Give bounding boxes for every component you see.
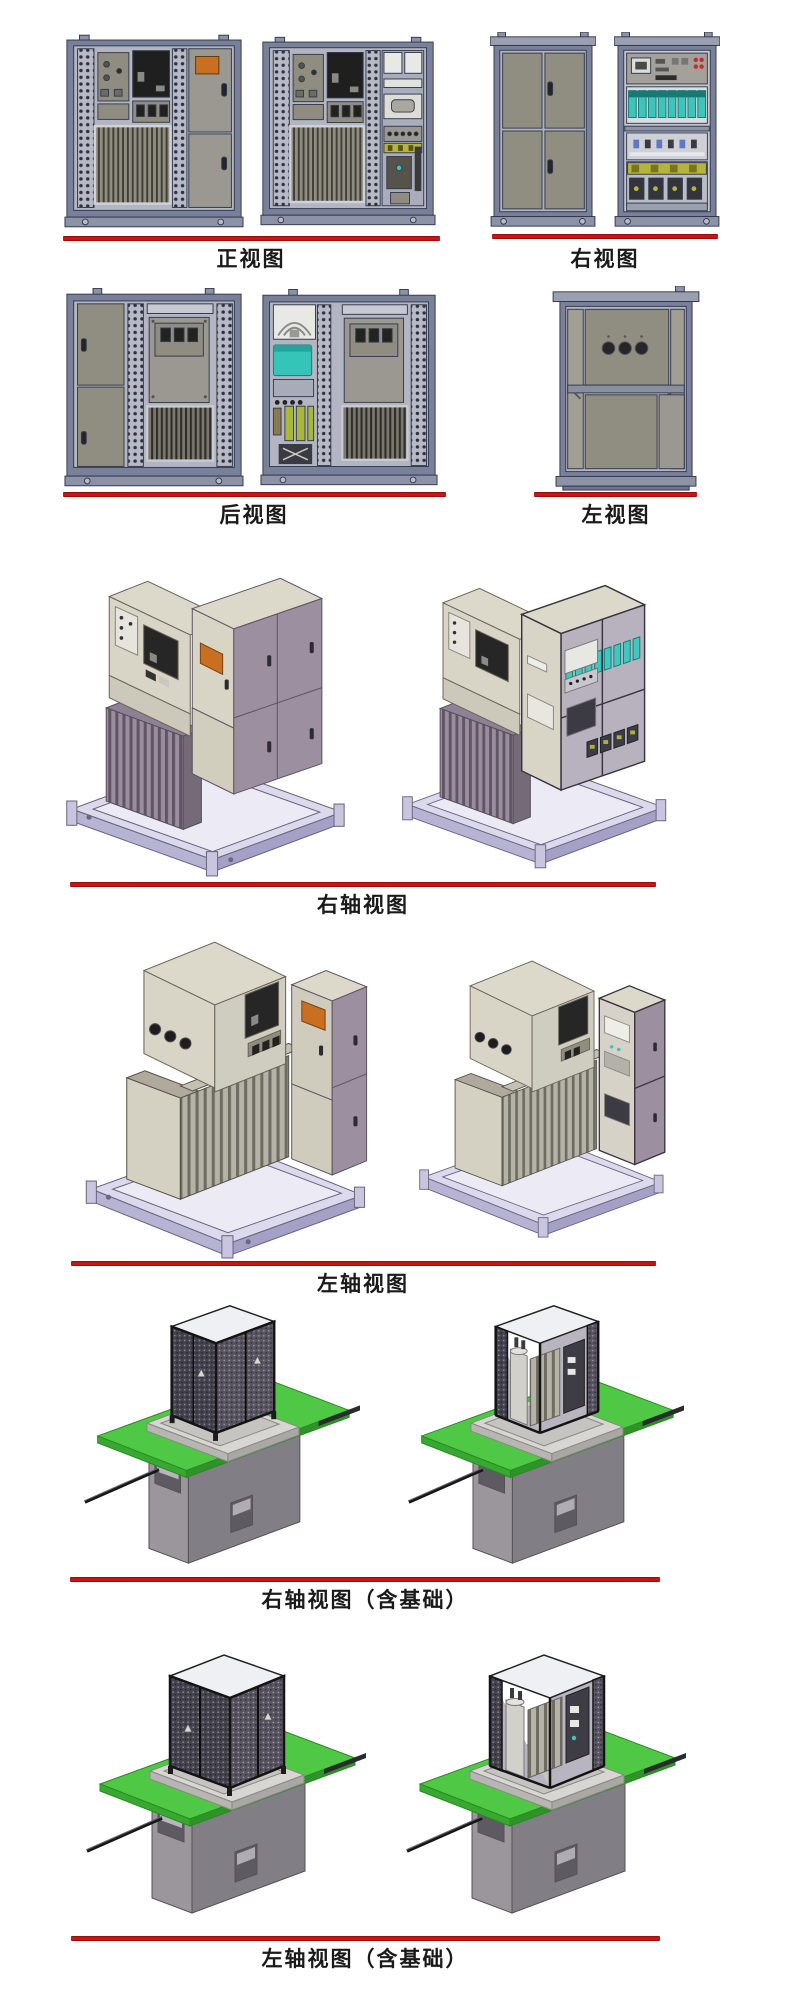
lv-cabinet-open [519,584,647,792]
bushing [601,341,616,355]
section-divider-rear-view [63,492,446,497]
perforated-strip [127,303,144,467]
bushing [179,1037,192,1050]
drawing-right-axon-closed [58,556,363,882]
drawing-left-axon-foundation-closed [72,1630,372,1932]
section-label-right-axon: 右轴视图 [317,894,409,917]
warning-triangle [252,1355,263,1365]
lv-cabinet-open [597,985,667,1166]
orange-inspection-window [195,55,220,75]
drawing-left-view-cabinet [552,286,700,492]
drawing-right-view-closed [490,32,596,230]
cable-conduit [86,1816,163,1853]
vent-grille [289,125,366,204]
transformer-fins [529,1347,561,1427]
lv-cabinet [290,970,368,1176]
perforated-strip [216,303,233,467]
mesh-cabinet [167,1654,287,1796]
drawing-left-axon-foundation-open [392,1630,692,1932]
warning-triangle [196,1368,206,1378]
mesh-cabinet [169,1304,277,1441]
drawing-right-axon-foundation-open [392,1290,692,1576]
section-divider-right-axon [70,882,656,887]
drawing-left-axon-open [402,924,694,1260]
bushing [164,1030,177,1043]
section-label-rear-view: 后视图 [219,504,289,527]
section-label-right-axon-foundation: 右轴视图（含基础） [261,1589,469,1612]
drawing-rear-view-cabinet-2 [260,288,438,490]
transformer-fins [527,1696,563,1779]
perforated-strip [171,48,188,208]
drawing-left-axon-closed [66,924,400,1260]
bushing [618,341,632,355]
perforated-strip [77,48,95,208]
section-divider-left-axon-foundation [71,1936,660,1941]
lv-breaker-units [586,723,639,759]
vent-grille [93,124,172,205]
warning-triangle [183,1723,193,1733]
transformer-body [509,1348,528,1426]
drawing-rear-view-cabinet-1 [64,288,244,490]
hv-cabinet [142,941,287,1093]
lv-cabinet [190,577,324,795]
vent-grille [146,405,215,462]
section-label-right-view: 右视图 [570,248,640,271]
vent-grille [341,405,409,462]
bushing [634,341,649,355]
drawing-right-view-open [614,32,720,230]
drawing-front-view-cabinet-1 [64,30,244,232]
section-divider-right-view [492,234,718,239]
section-divider-left-view [534,492,697,497]
orange-inspection-window [301,1000,326,1032]
cable-conduit [84,1467,160,1504]
drawing-front-view-cabinet-2 [260,30,436,232]
section-divider-front-view [63,236,440,241]
drawing-right-axon-foundation-closed [68,1290,368,1576]
warning-triangle [263,1711,273,1721]
terminal-row [627,162,707,175]
section-label-left-axon-foundation: 左轴视图（含基础） [261,1948,469,1971]
teal-breaker-row [628,90,707,119]
open-frame-cabinet [487,1654,607,1790]
section-label-left-axon: 左轴视图 [317,1273,409,1296]
section-label-front-view: 正视图 [216,248,286,271]
transformer-body [505,1699,525,1778]
open-frame-cabinet [493,1304,601,1435]
section-divider-right-axon-foundation [70,1577,660,1582]
section-label-left-view: 左视图 [581,504,651,527]
drawing-right-axon-open [395,556,683,882]
teal-component [272,344,313,377]
bushing [148,1023,162,1036]
section-divider-left-axon [71,1261,656,1266]
cable-conduit-right [318,1405,361,1427]
orange-inspection-window [199,642,224,676]
